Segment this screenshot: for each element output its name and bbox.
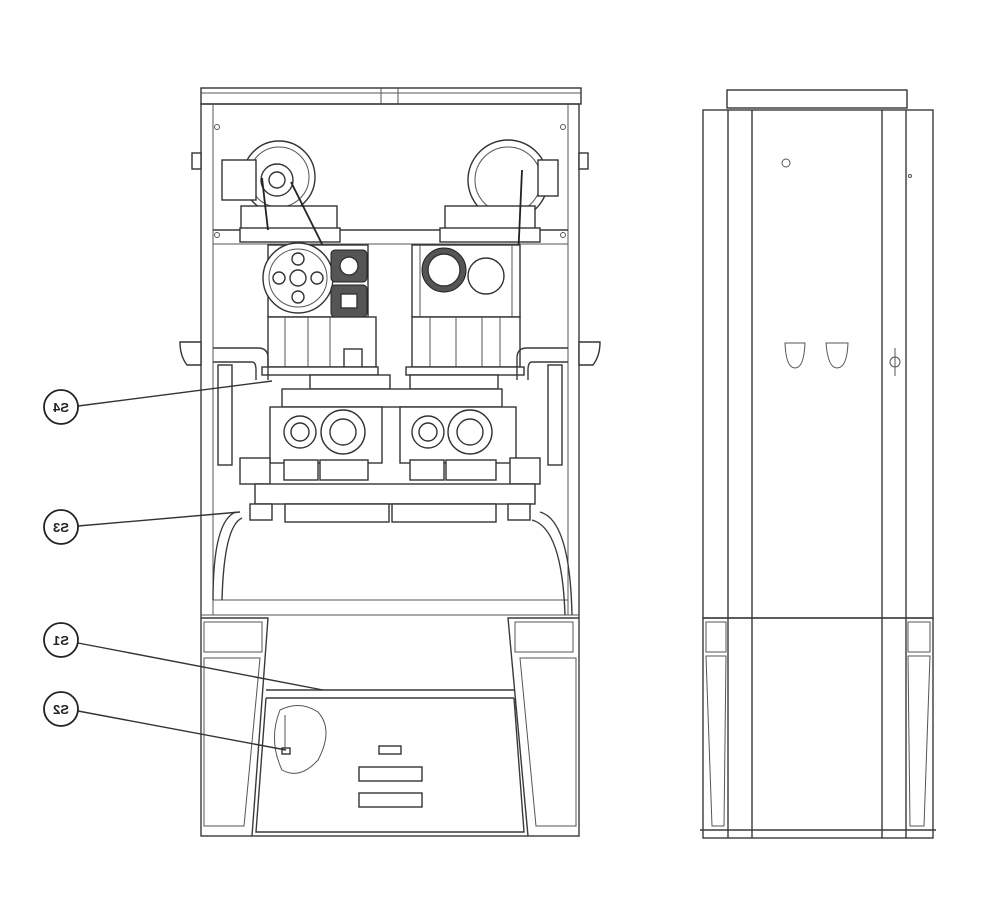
side-view [700, 89, 936, 839]
left-motor-assembly [221, 140, 379, 376]
callout-s2-label: S2 [53, 702, 69, 717]
lower-pump-heads [239, 406, 541, 485]
front-view [179, 87, 601, 837]
callout-s3: S3 [43, 509, 241, 545]
callout-s1: S1 [43, 622, 324, 691]
callout-s4-label: S4 [52, 400, 69, 415]
callout-s2: S2 [43, 691, 287, 751]
right-motor-assembly [405, 139, 559, 376]
callout-s1-label: S1 [53, 633, 69, 648]
callout-s4: S4 [43, 380, 273, 425]
callout-s3-label: S3 [53, 520, 69, 535]
lower-compartment [201, 617, 579, 837]
